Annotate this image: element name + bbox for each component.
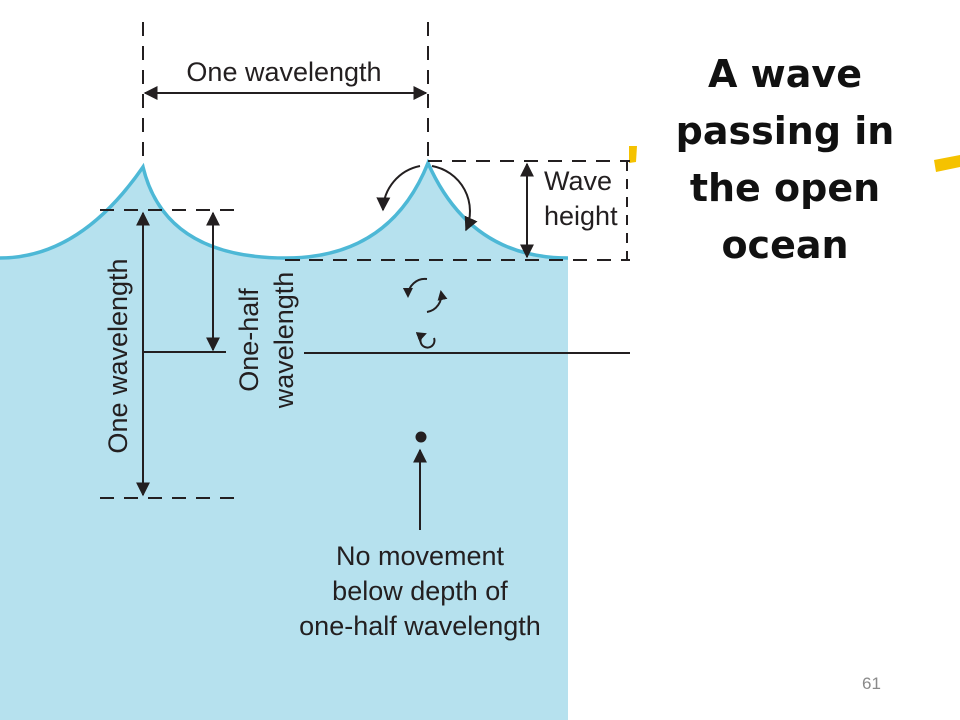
slide-title: A wave passing in the open ocean	[650, 46, 920, 274]
wave-height-label-line1: Wave	[544, 166, 612, 196]
no-movement-label-line1: No movement	[336, 541, 505, 571]
wave-surface	[0, 158, 569, 260]
top-wavelength-label: One wavelength	[186, 57, 381, 87]
orbit-medium-top	[402, 277, 428, 298]
wave-height-label-line2: height	[544, 201, 618, 231]
half-wavelength-label-line1: One-half	[234, 288, 264, 392]
half-wavelength-label-line2: wavelength	[269, 272, 299, 410]
no-movement-label-line2: below depth of	[332, 576, 508, 606]
page-number: 61	[862, 674, 881, 693]
title-line-1: A wave	[708, 52, 862, 96]
accent-shape-right	[934, 155, 960, 172]
still-particle-dot	[415, 431, 427, 443]
orbit-large-left	[376, 165, 421, 212]
orbit-small	[415, 332, 436, 349]
no-movement-label-line3: one-half wavelength	[299, 611, 541, 641]
title-line-2: passing in	[675, 109, 895, 153]
title-line-4: ocean	[721, 223, 849, 267]
orbit-large-right	[431, 165, 478, 232]
accent-shape-left	[629, 146, 637, 163]
orbit-medium-bottom	[426, 290, 448, 313]
title-line-3: the open	[689, 166, 881, 210]
vertical-wavelength-label: One wavelength	[103, 258, 133, 453]
